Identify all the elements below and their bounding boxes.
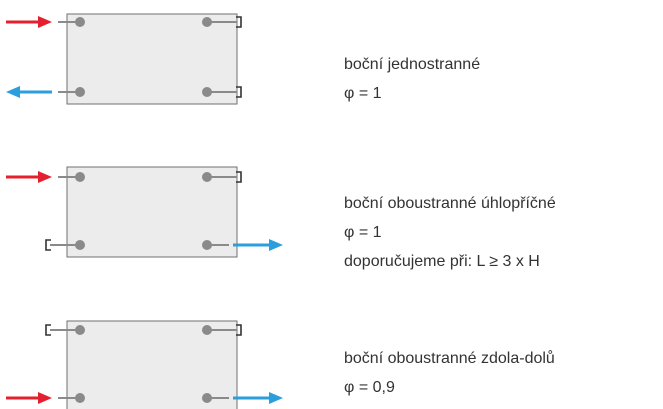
arrow-head [6, 86, 20, 98]
port-top-right [202, 324, 242, 336]
valve-dot [75, 87, 85, 97]
outlet-arrow [233, 392, 283, 404]
closed-cap [45, 239, 58, 251]
port-bottom-left [6, 392, 85, 404]
outlet-arrow [233, 239, 283, 251]
valve-dot [202, 17, 212, 27]
cap-bracket [45, 239, 51, 251]
label-line: doporučujeme při: L ≥ 3 x H [344, 253, 540, 270]
cap-bracket [236, 171, 242, 183]
port-bottom-right [202, 239, 283, 251]
arrow-head [269, 392, 283, 404]
label-line: boční oboustranné zdola-dolů [344, 350, 555, 367]
closed-cap [229, 86, 242, 98]
label-line: boční jednostranné [344, 56, 481, 73]
cap-bracket [236, 16, 242, 28]
inlet-arrow [6, 16, 52, 28]
label-line: φ = 1 [344, 85, 382, 102]
radiator-panel [66, 320, 238, 409]
outlet-arrow [6, 86, 52, 98]
closed-cap [229, 171, 242, 183]
closed-cap [229, 16, 242, 28]
port-top-left [6, 171, 85, 183]
radiator-bocni-oboustranne-zdola-dolu [6, 320, 283, 409]
arrow-head [38, 171, 52, 183]
valve-dot [202, 393, 212, 403]
port-top-right [202, 171, 242, 183]
port-bottom-left [45, 239, 85, 251]
valve-dot [202, 172, 212, 182]
arrow-head [38, 16, 52, 28]
valve-dot [202, 87, 212, 97]
cap-bracket [236, 86, 242, 98]
port-top-right [202, 16, 242, 28]
closed-cap [229, 324, 242, 336]
valve-dot [75, 325, 85, 335]
radiator-bocni-jednostranne [6, 13, 242, 105]
valve-dot [75, 172, 85, 182]
valve-dot [75, 17, 85, 27]
port-top-left [45, 324, 85, 336]
label-line: φ = 1 [344, 224, 382, 241]
label-bocni-oboustranne-uhlopricne: boční oboustranné úhlopříčné φ = 1 dopor… [344, 189, 556, 276]
valve-dot [75, 393, 85, 403]
label-bocni-oboustranne-zdola-dolu: boční oboustranné zdola-dolů φ = 0,9 [344, 344, 555, 402]
cap-bracket [45, 324, 51, 336]
port-top-left [6, 16, 85, 28]
valve-dot [202, 325, 212, 335]
closed-cap [45, 324, 58, 336]
port-bottom-right [202, 86, 242, 98]
port-bottom-left [6, 86, 85, 98]
valve-dot [202, 240, 212, 250]
radiator-bocni-oboustranne-uhlopricne [6, 166, 283, 258]
inlet-arrow [6, 392, 52, 404]
valve-dot [75, 240, 85, 250]
label-line: φ = 0,9 [344, 379, 395, 396]
label-bocni-jednostranne: boční jednostranné φ = 1 [344, 50, 480, 108]
inlet-arrow [6, 171, 52, 183]
arrow-head [269, 239, 283, 251]
arrow-head [38, 392, 52, 404]
cap-bracket [236, 324, 242, 336]
port-bottom-right [202, 392, 283, 404]
label-line: boční oboustranné úhlopříčné [344, 195, 556, 212]
